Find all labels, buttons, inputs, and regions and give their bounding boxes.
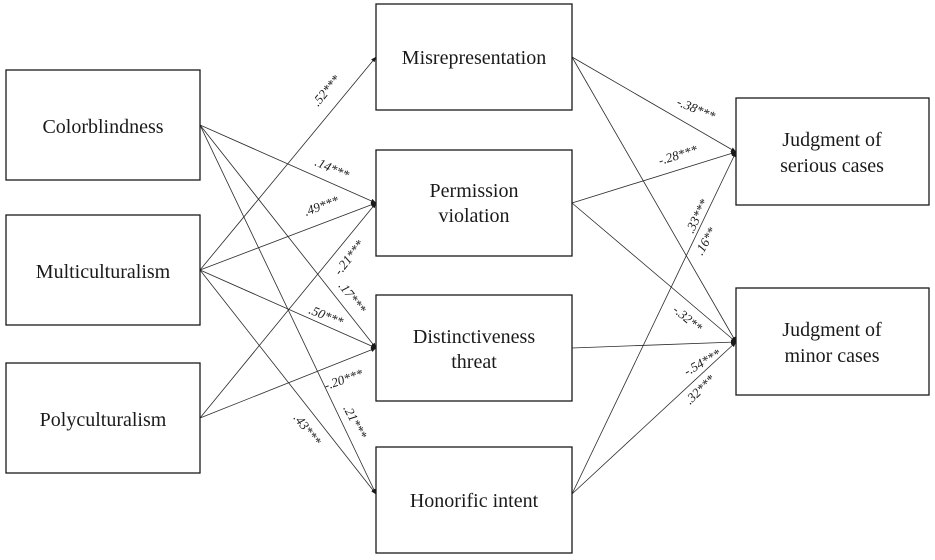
path-multi-misrep [199,56,377,271]
path-multi-hon [199,269,377,495]
coef-multi-hon: .43*** [291,411,325,449]
node-multiculturalism-label: Multiculturalism [36,261,171,283]
coef-multi-perm: .49*** [302,192,341,218]
node-permission-label-2: violation [438,205,509,227]
path-misrep-serious [571,56,737,153]
coef-perm-serious: -.28*** [656,142,699,168]
node-colorblindness: Colorblindness [5,69,201,181]
path-multi-dist [199,269,377,349]
coef-color-perm: .14*** [313,154,352,182]
path-misrep-minor [571,56,737,343]
path-poly-dist [199,347,377,419]
node-colorblindness-label: Colorblindness [42,116,163,138]
node-serious-label-1: Judgment of [782,129,882,151]
node-misrepresentation: Misrepresentation [375,3,573,111]
coef-misrep-serious: -.38*** [675,94,718,124]
coef-multi-misrep: .52*** [309,72,344,109]
node-distinctiveness-label-2: threat [451,351,497,373]
path-multi-perm [199,202,377,271]
coef-poly-dist: -.20*** [322,365,365,392]
coef-perm-minor: -.32** [670,302,706,335]
path-perm-serious [571,151,737,204]
node-distinctiveness-label-1: Distinctiveness [413,326,535,348]
node-polyculturalism: Polyculturalism [5,362,201,474]
node-multiculturalism: Multiculturalism [5,214,201,326]
node-permission-violation: Permission violation [375,149,573,257]
path-hon-serious [571,151,737,495]
path-hon-minor [571,341,737,495]
coef-color-dist: .17*** [336,279,370,317]
coef-poly-perm: -.21*** [331,237,368,278]
path-lines [199,56,737,495]
coef-color-hon: .21*** [340,402,370,441]
path-poly-perm [199,202,377,419]
path-perm-minor [571,202,737,343]
node-misrepresentation-label: Misrepresentation [402,47,546,69]
coef-multi-dist: .50*** [307,302,346,329]
path-dist-minor [571,339,737,349]
node-permission-label-1: Permission [430,180,519,202]
node-honorific-intent: Honorific intent [375,446,573,554]
node-minor-label-2: minor cases [785,345,880,367]
path-color-hon [199,124,377,495]
node-distinctiveness-threat: Distinctiveness threat [375,294,573,402]
node-serious-label-2: serious cases [780,155,884,177]
node-minor-label-1: Judgment of [782,319,882,341]
node-polyculturalism-label: Polyculturalism [40,409,167,431]
node-judgment-serious: Judgment of serious cases [735,97,930,206]
node-honorific-label: Honorific intent [410,490,539,512]
node-judgment-minor: Judgment of minor cases [735,287,930,396]
